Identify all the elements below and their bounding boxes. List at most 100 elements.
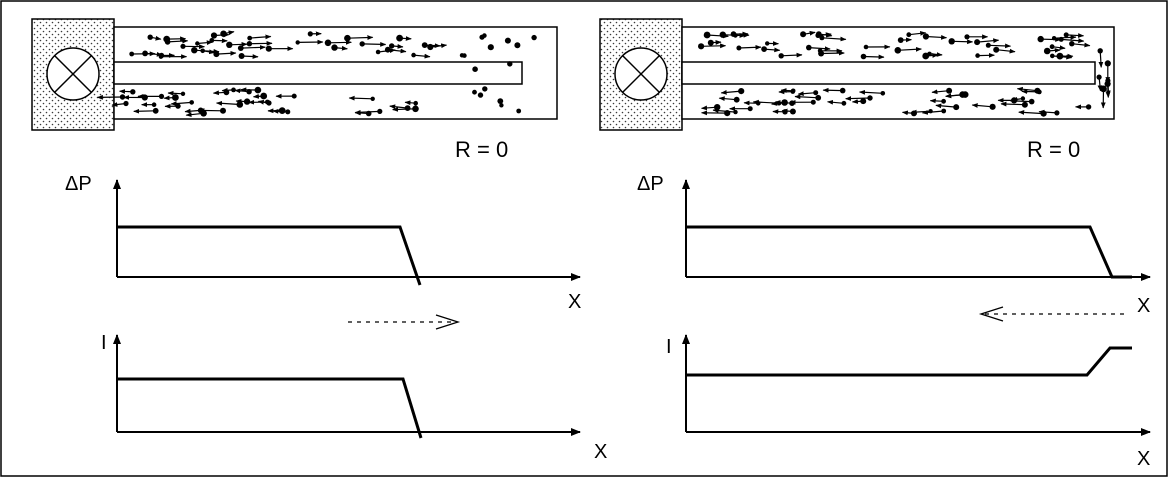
right-tube-diagram [599, 18, 1115, 131]
left-resistance-label: R = 0 [455, 137, 509, 162]
particle-motion-arrow [701, 43, 727, 49]
particle-motion-arrow [701, 105, 718, 111]
particle-motion-arrow [252, 93, 264, 99]
particle-motion-arrow [901, 110, 914, 116]
particle-motion-arrow [1011, 96, 1023, 102]
particle [959, 91, 966, 98]
particle-motion-arrow [935, 103, 957, 109]
particle [472, 89, 477, 95]
particle-motion-arrow [378, 48, 396, 54]
particle-motion-arrow [808, 46, 831, 52]
left-tube-diagram [31, 18, 558, 131]
particle-motion-arrow [229, 41, 248, 47]
particle-motion-arrow [977, 38, 1000, 44]
particle-motion-arrow [1052, 45, 1066, 51]
particle-motion-arrow [822, 87, 843, 93]
particle-motion-arrow [951, 39, 974, 45]
particle-motion-arrow [863, 54, 885, 60]
particle-motion-arrow [1052, 54, 1073, 60]
particle-motion-arrow [184, 108, 201, 114]
particle-motion-arrow [718, 96, 737, 102]
particle-motion-arrow [764, 47, 781, 53]
particle-motion-arrow [794, 94, 819, 100]
particle-motion-arrow [929, 52, 943, 57]
particle-motion-arrow [821, 36, 847, 42]
particle-motion-arrow [133, 108, 156, 114]
right-current-axis-label: I [666, 336, 672, 358]
left-wave-direction-arrow [348, 314, 461, 330]
right-resistance-label: R = 0 [1027, 137, 1081, 162]
particle-motion-arrow [348, 95, 373, 101]
particle-motion-arrow [111, 102, 127, 107]
particle-motion-arrow [167, 90, 184, 96]
particle-motion-arrow [202, 49, 216, 55]
particle-motion-arrow [354, 109, 380, 115]
particle-motion-arrow [1016, 86, 1038, 92]
right-tube-inner-core [681, 61, 1096, 85]
particle-motion-arrow [249, 34, 272, 40]
particle-motion-arrow [170, 101, 192, 106]
particle-motion-arrow [971, 103, 993, 108]
particle-motion-arrow [119, 89, 133, 94]
particle [497, 98, 504, 104]
particle [499, 103, 504, 108]
left-tube-inner-core [113, 61, 523, 85]
particle-motion-arrow [817, 32, 832, 38]
particle-motion-arrow [1071, 42, 1091, 48]
particle-motion-arrow [334, 45, 348, 51]
particle-motion-arrow [712, 108, 736, 113]
particle-motion-arrow [859, 89, 883, 95]
particle [897, 37, 904, 43]
particle-motion-arrow [389, 104, 408, 110]
particle-motion-arrow [945, 93, 963, 99]
right-x-axis-label-top: X [1137, 295, 1151, 317]
particle-motion-arrow [197, 40, 213, 46]
particle-motion-arrow [216, 50, 237, 56]
particle-motion-arrow [347, 35, 374, 40]
particle-motion-arrow [399, 36, 412, 41]
particle-motion-arrow [931, 89, 950, 95]
right-pressure-graph [682, 179, 1151, 281]
particle-motion-arrow [797, 91, 816, 97]
particle-motion-arrow [223, 30, 235, 36]
particle-motion-arrow [211, 38, 228, 44]
particle-motion-arrow [925, 53, 939, 58]
particle [152, 107, 159, 114]
particle-motion-arrow [897, 46, 922, 52]
particle-motion-arrow [1040, 37, 1062, 42]
particle-motion-arrow [720, 90, 742, 95]
particle-motion-arrow [424, 43, 441, 49]
particle-motion-arrow [1038, 109, 1057, 115]
particle [724, 110, 731, 117]
left-current-graph [113, 334, 581, 439]
left-x-axis-label-bottom: X [594, 441, 608, 463]
particle [507, 61, 513, 67]
particle [1049, 44, 1055, 50]
particle-motion-arrow [722, 33, 746, 38]
particle [504, 37, 511, 44]
particle-motion-arrow [851, 99, 864, 104]
particle-motion-arrow [392, 107, 416, 112]
particle [906, 32, 912, 38]
particle-motion-arrow [821, 50, 845, 56]
particle [698, 43, 705, 50]
particle-motion-arrow [327, 40, 352, 45]
right-x-axis-label-bottom: X [1137, 448, 1151, 470]
particle-motion-arrow [1105, 83, 1111, 98]
particle-motion-arrow [404, 100, 416, 106]
particle [487, 44, 494, 51]
particle-motion-arrow [163, 95, 176, 101]
particle-motion-arrow [925, 34, 948, 40]
particle-motion-arrow [929, 98, 944, 104]
particle [514, 42, 521, 49]
particle-motion-arrow [145, 51, 163, 57]
particle-motion-arrow [908, 31, 927, 36]
particle-motion-arrow [710, 40, 722, 45]
particle-motion-arrow [1061, 38, 1085, 44]
particle-motion-arrow [752, 99, 780, 105]
particle-motion-arrow [827, 99, 844, 105]
particle-motion-arrow [1054, 34, 1077, 40]
particle-motion-arrow [803, 30, 816, 36]
